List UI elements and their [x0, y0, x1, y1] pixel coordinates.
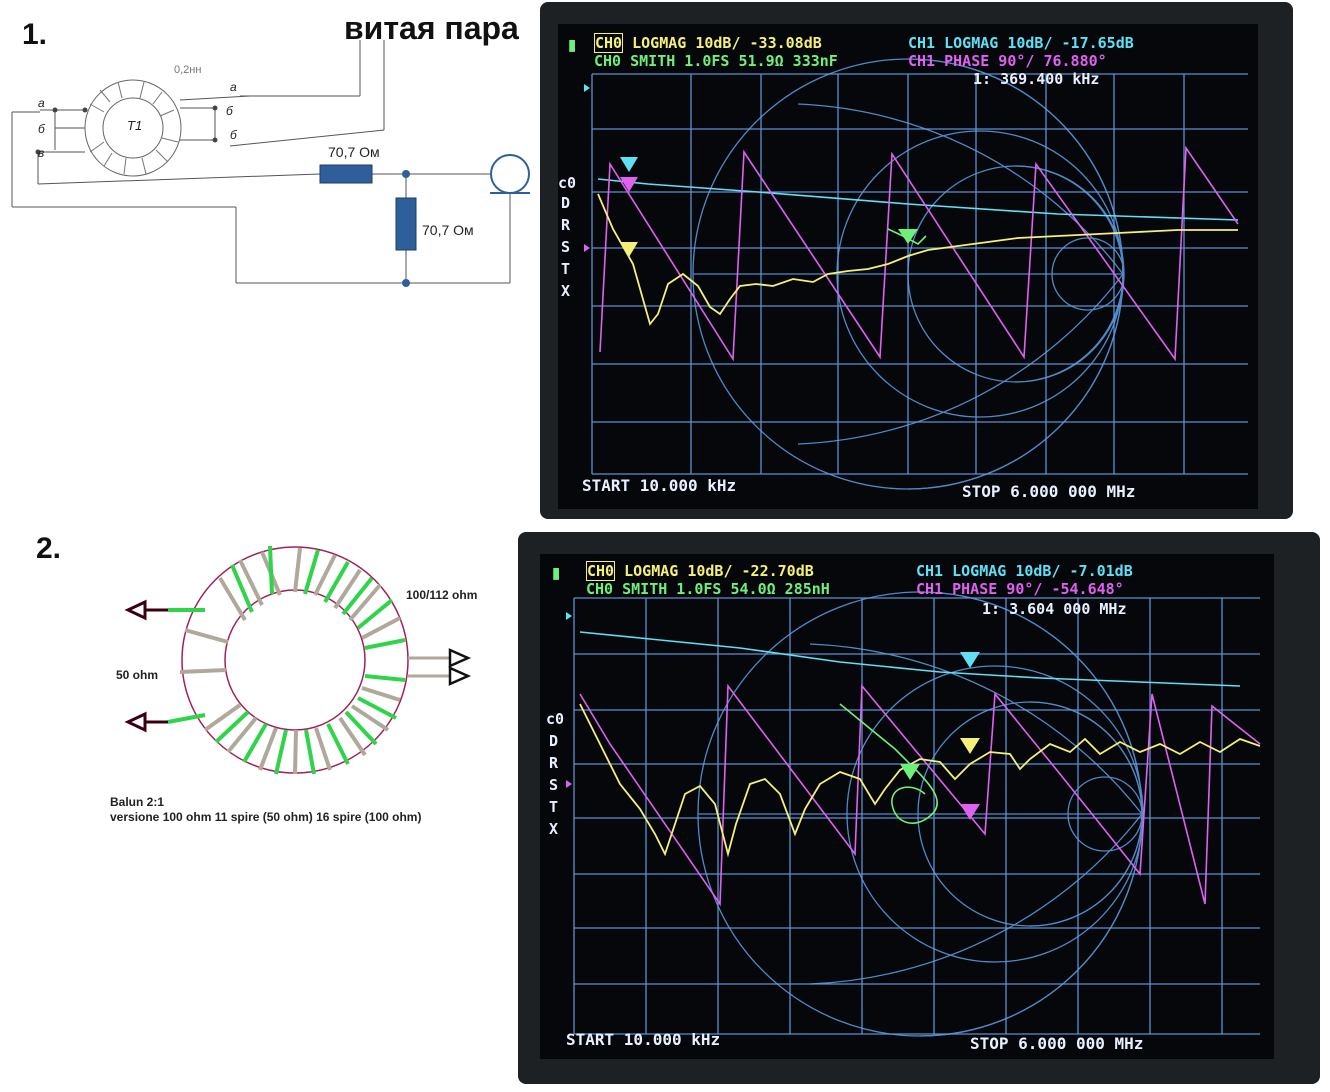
term-left-b: б: [38, 122, 45, 136]
term-right-b: б: [226, 104, 233, 118]
battery-icon: ▮: [550, 560, 563, 584]
battery-icon: ▮: [566, 32, 579, 56]
side-label-c0: c0: [558, 174, 577, 192]
vna2-screen: ▮ CH0 LOGMAG 10dB/ -22.70dB CH0 SMITH 1.…: [540, 554, 1274, 1059]
ch0-logmag-tag: CH0 LOGMAG 10dB/ -33.08dB: [594, 33, 822, 53]
vna1-device: ▮ CH0 LOGMAG 10dB/ -33.08dB CH0 SMITH 1.…: [540, 2, 1293, 519]
term-left-a: а: [38, 96, 45, 110]
vna2-device: ▮ CH0 LOGMAG 10dB/ -22.70dB CH0 SMITH 1.…: [518, 532, 1320, 1084]
ch1-logmag-readout: CH1 LOGMAG 10dB/ -7.01dB: [916, 562, 1133, 580]
vna1-screen: ▮ CH0 LOGMAG 10dB/ -33.08dB CH0 SMITH 1.…: [558, 24, 1258, 509]
shunt-resistor-label: 70,7 Ом: [422, 222, 474, 238]
balun-subtitle: versione 100 ohm 11 spire (50 ohm) 16 sp…: [110, 810, 422, 824]
side-label-t: T: [549, 798, 559, 816]
ch0-smith-readout: CH0 SMITH 1.0FS 51.9Ω 333nF: [594, 52, 838, 70]
shunt-resistor: [395, 197, 417, 251]
marker-readout: 1: 3.604 000 MHz: [982, 600, 1127, 618]
side-label-c0: c0: [546, 710, 565, 728]
fig1-number: 1.: [22, 18, 48, 51]
fig2-balun-drawing: [124, 545, 472, 775]
fig2-number: 2.: [36, 532, 62, 565]
transformer-top-label: 0,2нн: [174, 64, 202, 76]
side-label-r: R: [549, 754, 559, 772]
side-label-x: X: [561, 282, 571, 300]
series-resistor: [319, 164, 373, 184]
side-label-d: D: [561, 194, 571, 212]
stop-frequency: STOP 6.000 000 MHz: [970, 1034, 1144, 1053]
term-right-a: а: [230, 80, 237, 94]
stop-frequency: STOP 6.000 000 MHz: [962, 482, 1136, 501]
side-label-s: S: [549, 776, 559, 794]
start-frequency: START 10.000 kHz: [582, 476, 737, 495]
transformer-label: T1: [127, 118, 143, 133]
label-high-impedance: 100/112 ohm: [406, 588, 478, 602]
start-frequency: START 10.000 kHz: [566, 1030, 721, 1049]
ch1-logmag-readout: CH1 LOGMAG 10dB/ -17.65dB: [908, 34, 1134, 52]
side-label-t: T: [561, 260, 571, 278]
side-label-s: S: [561, 238, 571, 256]
balun-title: Balun 2:1: [110, 795, 165, 809]
side-label-r: R: [561, 216, 571, 234]
series-resistor-label: 70,7 Ом: [328, 144, 380, 160]
ch1-phase-readout: CH1 PHASE 90°/ -54.648°: [916, 580, 1124, 598]
side-label-x: X: [549, 820, 559, 838]
side-label-d: D: [549, 732, 559, 750]
term-right-b2: б: [230, 128, 237, 142]
ch0-logmag-tag: CH0 LOGMAG 10dB/ -22.70dB: [586, 561, 814, 581]
fig1-caption: витая пара: [344, 10, 519, 46]
ch0-smith-readout: CH0 SMITH 1.0FS 54.0Ω 285nH: [586, 580, 830, 598]
fig1-schematic: [11, 40, 530, 287]
ch1-phase-readout: CH1 PHASE 90°/ 76.880°: [908, 52, 1107, 70]
label-low-impedance: 50 ohm: [116, 668, 159, 682]
coax-connector: [490, 154, 530, 194]
term-left-c: в: [38, 146, 45, 160]
marker-readout: 1: 369.400 kHz: [973, 70, 1100, 88]
